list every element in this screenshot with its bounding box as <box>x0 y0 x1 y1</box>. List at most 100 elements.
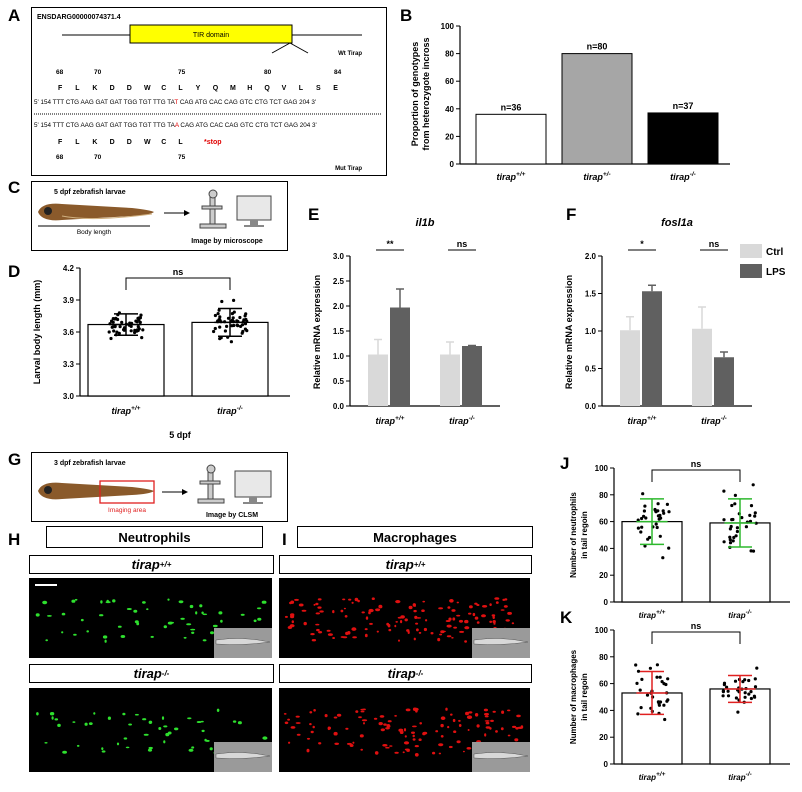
data-point <box>749 690 753 694</box>
cell-marker <box>290 615 295 619</box>
cell-marker <box>178 600 184 604</box>
cell-marker <box>315 602 319 606</box>
cell-marker <box>447 725 450 729</box>
y-tick-label: 40 <box>599 544 608 553</box>
wt-amino-acid: M <box>230 85 236 92</box>
cell-marker <box>445 707 448 711</box>
larvae-imaging-panel: 3 dpf zebrafish larvae Imaging area Imag… <box>31 452 288 522</box>
panel-label-a: A <box>8 6 21 25</box>
y-tick-label: 1.5 <box>585 290 597 299</box>
cell-marker <box>362 708 366 711</box>
cell-marker <box>190 628 196 631</box>
significance-label: ns <box>457 239 468 249</box>
cell-marker <box>340 609 344 613</box>
cell-marker <box>453 626 457 629</box>
data-point <box>749 696 753 701</box>
data-point <box>647 535 652 540</box>
cell-marker <box>458 724 462 727</box>
cell-marker <box>143 733 149 736</box>
data-point <box>755 666 759 670</box>
x-axis-label: 5 dpf <box>169 430 192 440</box>
macrophages-wt-svg <box>284 597 530 658</box>
cell-marker <box>210 631 214 635</box>
macrophages-ko-label: tirap-/- <box>279 664 532 683</box>
data-point <box>122 328 126 332</box>
zoom-line-left <box>271 42 291 54</box>
cell-marker <box>317 598 322 601</box>
data-point <box>748 519 753 523</box>
cell-marker <box>76 744 80 747</box>
cell-marker <box>54 718 59 721</box>
cell-marker <box>312 725 315 729</box>
larva-eye <box>44 207 52 215</box>
data-point <box>111 320 115 324</box>
cell-marker <box>317 606 322 609</box>
data-point <box>643 504 647 508</box>
data-point <box>235 323 239 327</box>
cell-marker <box>501 710 505 714</box>
cell-marker <box>413 609 417 613</box>
data-point <box>118 325 122 329</box>
cell-marker <box>452 617 456 621</box>
cell-marker <box>418 631 422 634</box>
cell-marker <box>411 731 415 734</box>
cell-marker <box>458 719 461 722</box>
cell-marker <box>464 640 467 643</box>
data-point <box>141 328 145 332</box>
cell-marker <box>116 742 120 746</box>
cell-marker <box>468 711 473 714</box>
y-tick-label: 1.0 <box>333 352 345 361</box>
cell-marker <box>133 609 138 613</box>
cell-marker <box>514 738 519 742</box>
cell-marker <box>196 721 202 723</box>
y-tick-label: 2.0 <box>585 252 597 261</box>
panel-label-h: H <box>8 530 21 549</box>
x-category-label: tirap+/+ <box>639 609 666 620</box>
cell-marker <box>405 708 411 712</box>
cell-marker <box>403 728 407 732</box>
y-tick-label: 0.0 <box>585 402 597 411</box>
cell-marker <box>35 613 40 617</box>
cell-marker <box>365 616 369 620</box>
data-point <box>641 492 645 496</box>
cell-marker <box>438 752 442 755</box>
cell-marker <box>412 734 415 738</box>
cell-marker <box>199 604 203 608</box>
cell-marker <box>186 623 192 626</box>
cell-marker <box>516 714 521 718</box>
data-point <box>642 514 646 518</box>
cell-marker <box>491 614 496 617</box>
wt-amino-acid: L <box>178 85 183 92</box>
cell-marker <box>394 624 397 628</box>
cell-marker <box>163 625 167 629</box>
cell-marker <box>446 624 452 628</box>
cell-marker <box>336 713 342 717</box>
cell-marker <box>492 620 496 624</box>
cell-marker <box>315 623 320 626</box>
data-point <box>634 663 638 667</box>
cell-marker <box>363 722 365 725</box>
cell-marker <box>351 627 357 631</box>
cell-marker <box>117 625 122 628</box>
cell-marker <box>313 603 316 606</box>
bar-count-label: n=36 <box>501 102 522 112</box>
data-point <box>133 328 137 332</box>
data-point <box>734 696 738 700</box>
larvae-measurement-panel: 5 dpf zebrafish larvae Body length Image… <box>31 181 288 251</box>
cell-marker <box>380 728 385 732</box>
bar <box>714 357 734 406</box>
data-point <box>139 313 143 317</box>
cell-marker <box>318 742 322 745</box>
data-point <box>213 313 217 318</box>
data-point <box>656 514 660 518</box>
bar <box>440 354 460 406</box>
cell-marker <box>440 716 446 720</box>
data-point <box>240 323 245 327</box>
data-point <box>731 517 735 522</box>
data-point <box>660 680 664 684</box>
x-category-label: tirap-/- <box>728 771 751 782</box>
legend-label: Ctrl <box>766 247 783 258</box>
cell-marker <box>212 624 218 628</box>
data-point <box>667 546 671 550</box>
